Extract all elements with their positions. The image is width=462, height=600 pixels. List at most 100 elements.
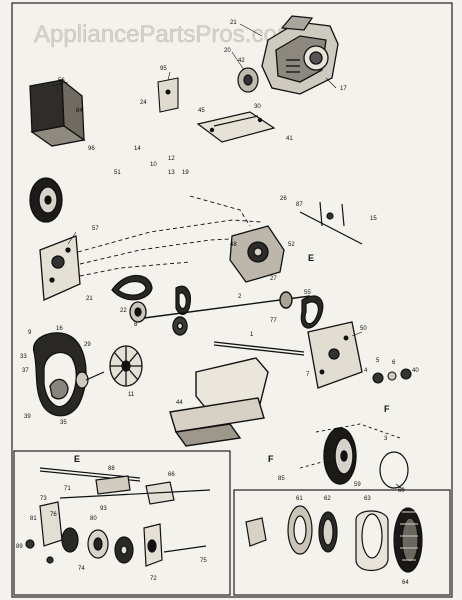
part-number: 35 — [60, 420, 67, 426]
part-number: 3 — [384, 436, 388, 442]
part-number: 6 — [392, 360, 396, 366]
part-number: 77 — [270, 318, 277, 324]
chute-cover-icon — [29, 78, 86, 147]
bearing-set-icon — [372, 368, 412, 384]
part-number: 59 — [354, 482, 361, 488]
belt-guard-icon — [33, 332, 87, 417]
auger-housing-icon — [169, 357, 269, 447]
shaft-pulley-icon — [129, 301, 147, 323]
part-number: 21 — [230, 20, 237, 26]
inset-label-f: F — [268, 454, 274, 464]
part-number: 50 — [360, 326, 367, 332]
part-number: 41 — [286, 136, 293, 142]
part-number: 29 — [84, 342, 91, 348]
part-number: 12 — [168, 156, 175, 162]
part-number: 40 — [412, 368, 419, 374]
part-number: 9 — [28, 330, 32, 336]
part-number: 1 — [250, 332, 254, 338]
inset-box-e — [13, 450, 231, 596]
drive-belt-icon — [111, 275, 153, 301]
part-number: 10 — [150, 162, 157, 168]
part-number-labels: 21 20 95 17 30 45 84 56 96 14 51 24 41 4… — [16, 20, 419, 586]
wheel-left-icon — [29, 177, 63, 223]
part-number: 96 — [88, 146, 95, 152]
part-number: 2 — [238, 294, 242, 300]
part-number: 15 — [370, 216, 377, 222]
part-number: 20 — [224, 48, 231, 54]
wheel-leader-lines — [299, 423, 401, 469]
part-number: 13 — [168, 170, 175, 176]
drive-shaft-icon — [143, 291, 311, 336]
inset-gear-chain-icon — [25, 501, 207, 567]
bracket-icon — [157, 77, 179, 113]
part-number: 11 — [128, 392, 135, 398]
part-number: 27 — [270, 276, 277, 282]
part-number: 61 — [296, 496, 303, 502]
inset-wheel-parts-icon — [245, 505, 423, 573]
section-label-e: E — [308, 253, 314, 263]
part-number: 7 — [306, 372, 310, 378]
left-side-panel-icon — [39, 235, 81, 301]
label-leader-lines — [51, 23, 405, 491]
part-number: 72 — [150, 576, 157, 582]
part-number: 26 — [280, 196, 287, 202]
part-number: 55 — [304, 290, 311, 296]
part-number: 74 — [78, 566, 85, 572]
part-number: 81 — [30, 516, 37, 522]
part-number: 8 — [134, 322, 138, 328]
part-number: 4 — [364, 368, 368, 374]
mounting-plate-icon — [196, 111, 276, 143]
engine-pulley-icon — [237, 67, 259, 93]
wheel-right-icon — [323, 427, 357, 485]
engine-icon — [261, 15, 339, 95]
part-number: 33 — [20, 354, 27, 360]
small-pulley-icon — [75, 371, 105, 389]
part-number: 76 — [50, 512, 57, 518]
part-number: 84 — [76, 108, 83, 114]
part-number: 75 — [200, 558, 207, 564]
part-number: 45 — [198, 108, 205, 114]
part-number: 14 — [134, 146, 141, 152]
part-number: 85 — [278, 476, 285, 482]
part-number: 62 — [324, 496, 331, 502]
right-belt-icon — [300, 295, 324, 329]
part-number: 89 — [16, 544, 23, 550]
part-number: 17 — [340, 86, 347, 92]
axle-icon — [213, 341, 305, 356]
part-number: 21 — [86, 296, 93, 302]
part-number: 95 — [160, 66, 167, 72]
watermark-text: AppliancePartsPros.com — [34, 21, 297, 48]
part-number: 73 — [40, 496, 47, 502]
gear-case-icon — [229, 225, 285, 283]
part-number: 5 — [376, 358, 380, 364]
part-number: 48 — [230, 242, 237, 248]
part-number: 16 — [56, 326, 63, 332]
part-number: 57 — [92, 226, 99, 232]
part-number: 66 — [168, 472, 175, 478]
part-number: 88 — [108, 466, 115, 472]
part-number: 87 — [296, 202, 303, 208]
part-number: 60 — [398, 488, 405, 494]
part-number: 44 — [176, 400, 183, 406]
part-number: 24 — [140, 100, 147, 106]
inset-box-f — [233, 489, 451, 596]
part-number: 37 — [22, 368, 29, 374]
part-number: 39 — [24, 414, 31, 420]
diagram-border — [11, 2, 453, 598]
hub-cap-icon — [379, 451, 409, 489]
shift-rod-icon — [299, 201, 363, 245]
part-number: 51 — [114, 170, 121, 176]
part-number: 63 — [364, 496, 371, 502]
part-number: 30 — [254, 104, 261, 110]
part-number: 42 — [238, 58, 245, 64]
shift-lever-assembly-icon — [39, 467, 211, 505]
part-number: 80 — [90, 516, 97, 522]
part-number: 52 — [288, 242, 295, 248]
part-number: 19 — [182, 170, 189, 176]
part-number: 93 — [100, 506, 107, 512]
right-side-panel-icon — [307, 321, 363, 389]
inset-label-e: E — [74, 454, 80, 464]
idler-belt-icon — [175, 285, 191, 315]
